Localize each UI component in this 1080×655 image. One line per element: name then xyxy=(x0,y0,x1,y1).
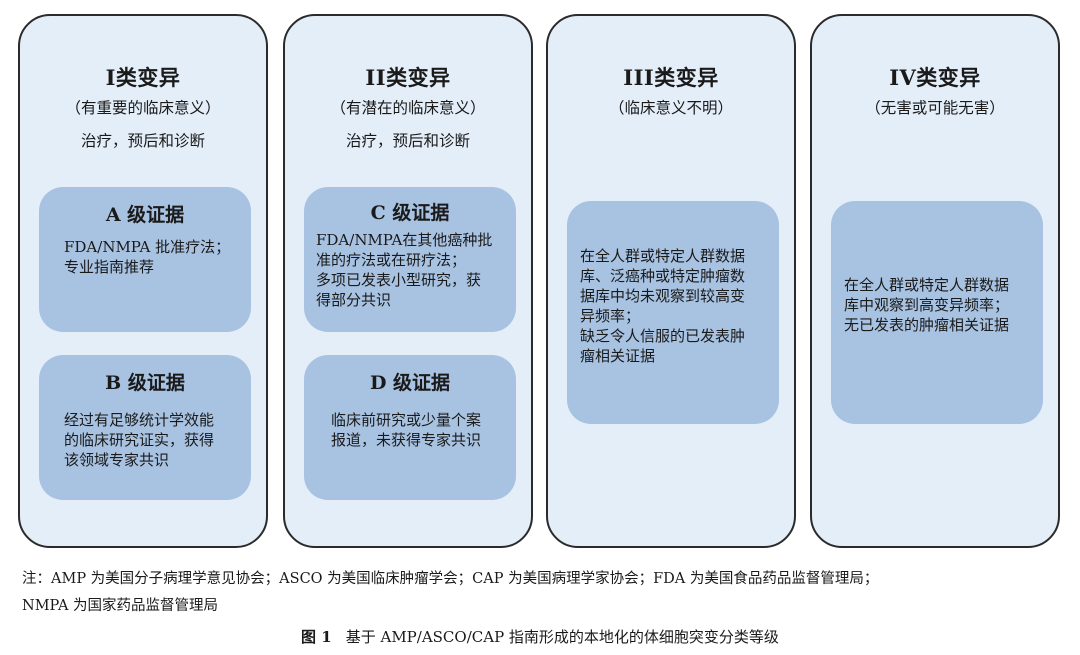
tier-2-column: II类变异 （有潜在的临床意义） 治疗，预后和诊断 C 级证据 FDA/NMPA… xyxy=(283,14,533,548)
level-a-evidence-box: A 级证据 FDA/NMPA 批准疗法； 专业指南推荐 xyxy=(39,187,251,332)
level-a-text: FDA/NMPA 批准疗法； 专业指南推荐 xyxy=(64,238,231,276)
level-d-evidence-box: D 级证据 临床前研究或少量个案 报道，未获得专家共识 xyxy=(304,355,516,500)
tier-1-title: I类变异 xyxy=(105,65,181,90)
tier-4-text: 在全人群或特定人群数据 库中观察到高变异频率； 无已发表的肿瘤相关证据 xyxy=(844,276,1010,334)
tier-2-scope: 治疗，预后和诊断 xyxy=(345,132,470,150)
tier-4-column: IV类变异 （无害或可能无害） 在全人群或特定人群数据 库中观察到高变异频率； … xyxy=(810,14,1060,548)
figure-caption-text: 基于 AMP/ASCO/CAP 指南形成的本地化的体细胞突变分类等级 xyxy=(345,628,779,646)
tier-2-subtitle: （有潜在的临床意义） xyxy=(330,99,486,117)
tier-2-title: II类变异 xyxy=(365,65,451,90)
tier-1-subtitle: （有重要的临床意义） xyxy=(65,99,221,117)
tier-1-column: I类变异 （有重要的临床意义） 治疗，预后和诊断 A 级证据 FDA/NMPA … xyxy=(18,14,268,548)
tier-3-description-box: 在全人群或特定人群数据 库、泛癌种或特定肿瘤数 据库中均未观察到较高变 异频率；… xyxy=(567,201,779,424)
figure-caption: 图 1 基于 AMP/ASCO/CAP 指南形成的本地化的体细胞突变分类等级 xyxy=(0,626,1080,647)
level-d-text: 临床前研究或少量个案 报道，未获得专家共识 xyxy=(331,411,482,449)
level-c-text: FDA/NMPA在其他癌种批 准的疗法或在研疗法； 多项已发表小型研究，获 得部… xyxy=(316,231,493,309)
level-b-evidence-box: B 级证据 经过有足够统计学效能 的临床研究证实，获得 该领域专家共识 xyxy=(39,355,251,500)
level-c-evidence-box: C 级证据 FDA/NMPA在其他癌种批 准的疗法或在研疗法； 多项已发表小型研… xyxy=(304,187,516,332)
tier-4-title: IV类变异 xyxy=(889,65,981,90)
tier-3-column: III类变异 （临床意义不明） 在全人群或特定人群数据 库、泛癌种或特定肿瘤数 … xyxy=(546,14,796,548)
tier-4-subtitle: （无害或可能无害） xyxy=(865,99,1005,117)
tier-3-title: III类变异 xyxy=(623,65,719,90)
level-a-title: A 级证据 xyxy=(105,204,185,226)
abbreviation-note: 注：AMP 为美国分子病理学意见协会；ASCO 为美国临床肿瘤学会；CAP 为美… xyxy=(22,571,879,614)
tier-3-text: 在全人群或特定人群数据 库、泛癌种或特定肿瘤数 据库中均未观察到较高变 异频率；… xyxy=(580,247,746,365)
tier-3-subtitle: （临床意义不明） xyxy=(608,99,733,117)
figure-label: 图 1 xyxy=(301,628,332,646)
tier-1-scope: 治疗，预后和诊断 xyxy=(80,132,205,150)
tier-4-description-box: 在全人群或特定人群数据 库中观察到高变异频率； 无已发表的肿瘤相关证据 xyxy=(831,201,1043,424)
level-d-title: D 级证据 xyxy=(369,372,451,394)
level-c-title: C 级证据 xyxy=(370,202,450,224)
level-b-text: 经过有足够统计学效能 的临床研究证实，获得 该领域专家共识 xyxy=(64,411,215,469)
level-b-title: B 级证据 xyxy=(105,372,185,394)
